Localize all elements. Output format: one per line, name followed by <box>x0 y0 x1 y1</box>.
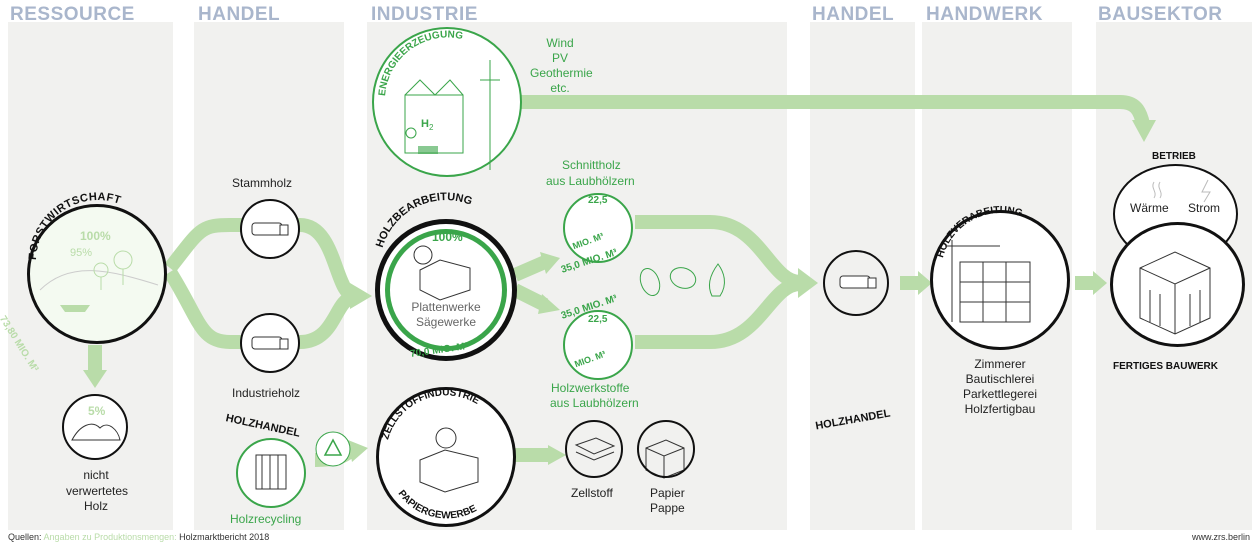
h2-label: H <box>421 118 429 130</box>
trade-2: Bautischlerei <box>965 372 1035 386</box>
holzbearbeitung-line-2: Sägewerke <box>415 315 477 329</box>
header-bausektor: BAUSEKTOR <box>1098 4 1223 25</box>
header-handel-2: HANDEL <box>812 4 895 25</box>
footer-source: Holzmarktbericht 2018 <box>179 532 270 542</box>
holzwerkstoffe-inner-top: 22,5 <box>588 314 608 325</box>
arrowhead-bau <box>1093 271 1107 295</box>
flow-werk-handel <box>635 277 802 349</box>
footer-sources-grey: Angaben zu Produktionsmengen: <box>43 532 177 542</box>
energie-circle <box>372 27 522 177</box>
fertiges-bauwerk-circle <box>1110 222 1245 347</box>
header-handel: HANDEL <box>198 4 281 25</box>
forst-pct-total: 100% <box>80 229 111 243</box>
footer-site: www.zrs.berlin <box>1192 532 1251 542</box>
zellstoff-circle <box>376 387 516 527</box>
energie-source-2: PV <box>551 51 568 65</box>
stammholz-label: Stammholz <box>232 176 293 190</box>
header-handwerk: HANDWERK <box>926 4 1043 25</box>
trade-4: Holzfertigbau <box>964 402 1036 416</box>
flow-forst-stammholz <box>164 218 356 302</box>
energie-source-4: etc. <box>550 81 570 95</box>
betrieb-title: BETRIEB <box>1152 151 1196 162</box>
heat-icon <box>1152 181 1162 199</box>
waste-label-3: Holz <box>83 499 108 513</box>
trade-3: Parkettlegerei <box>962 387 1038 401</box>
papier-label-1: Papier <box>650 486 685 500</box>
footer-sources: Quellen: Angaben zu Produktionsmengen: H… <box>8 532 269 542</box>
header-industrie: INDUSTRIE <box>371 4 478 25</box>
holzwerkstoffe-circle <box>563 310 633 380</box>
waste-circle <box>62 394 128 460</box>
papier-label-2: Pappe <box>650 501 685 515</box>
h2-subscript: 2 <box>429 123 434 132</box>
leaf-icon <box>669 267 697 289</box>
holzrecycling-circle <box>236 438 306 508</box>
schnittholz-label-1: Schnittholz <box>562 158 621 172</box>
waste-label-2: verwertetes <box>66 484 129 498</box>
holzwerkstoffe-label-1: Holzwerkstoffe <box>551 381 630 395</box>
zellstoff-label: Zellstoff <box>571 486 613 500</box>
holzwerkstoffe-label-2: aus Laubhölzern <box>550 396 639 410</box>
leaf-icon <box>639 267 661 297</box>
arrowhead-recycling <box>348 440 368 462</box>
header-ressource: RESSOURCE <box>10 4 135 25</box>
arrowhead-schnitt <box>540 252 560 274</box>
trade-1: Zimmerer <box>974 357 1026 371</box>
papier-product-circle <box>637 420 695 478</box>
energie-source-3: Geothermie <box>530 66 593 80</box>
arrowhead-holzbearbeitung <box>350 283 372 309</box>
schnittholz-label-2: aus Laubhölzern <box>546 174 635 188</box>
arrowhead-werk <box>538 294 560 314</box>
waste-label-1: nicht <box>83 468 109 482</box>
footer-quellen: Quellen: <box>8 532 42 542</box>
energie-source-1: Wind <box>546 36 574 50</box>
arrowhead-betrieb <box>1132 120 1156 142</box>
holzrecycling-label: Holzrecycling <box>230 512 302 526</box>
holzbearbeitung-line-1: Plattenwerke <box>411 300 481 314</box>
industrieholz-label: Industrieholz <box>232 386 301 400</box>
oak-leaf-icon <box>709 263 725 297</box>
forst-pct-used: 95% <box>70 247 93 259</box>
flow-holzb-schnitt <box>512 255 548 282</box>
holzverarbeitung-circle <box>930 210 1070 350</box>
schnittholz-inner-top: 22,5 <box>588 195 608 206</box>
arrowhead-handwerk <box>918 271 932 295</box>
holzbearbeitung-inner-ring <box>385 229 507 351</box>
schnittholz-circle <box>563 193 633 263</box>
forstwirtschaft-circle <box>27 204 167 344</box>
strom-label: Strom <box>1188 201 1221 215</box>
flow-holzb-werk <box>511 283 549 312</box>
arrowhead-zell <box>548 445 566 465</box>
waste-pct: 5% <box>88 404 106 418</box>
flow-energie-betrieb <box>520 95 1150 126</box>
flow-forst-industrieholz <box>164 268 355 349</box>
arrowhead-handel2 <box>798 268 818 298</box>
zellstoff-product-circle <box>565 420 623 478</box>
fertiges-bauwerk-title: FERTIGES BAUWERK <box>1113 361 1218 372</box>
holzhandel-2-circle <box>823 250 889 316</box>
arrowhead-waste <box>83 370 107 388</box>
waerme-label: Wärme <box>1130 201 1169 215</box>
lightning-icon <box>1201 179 1211 203</box>
holzbearbeitung-pct: 100% <box>432 230 463 244</box>
